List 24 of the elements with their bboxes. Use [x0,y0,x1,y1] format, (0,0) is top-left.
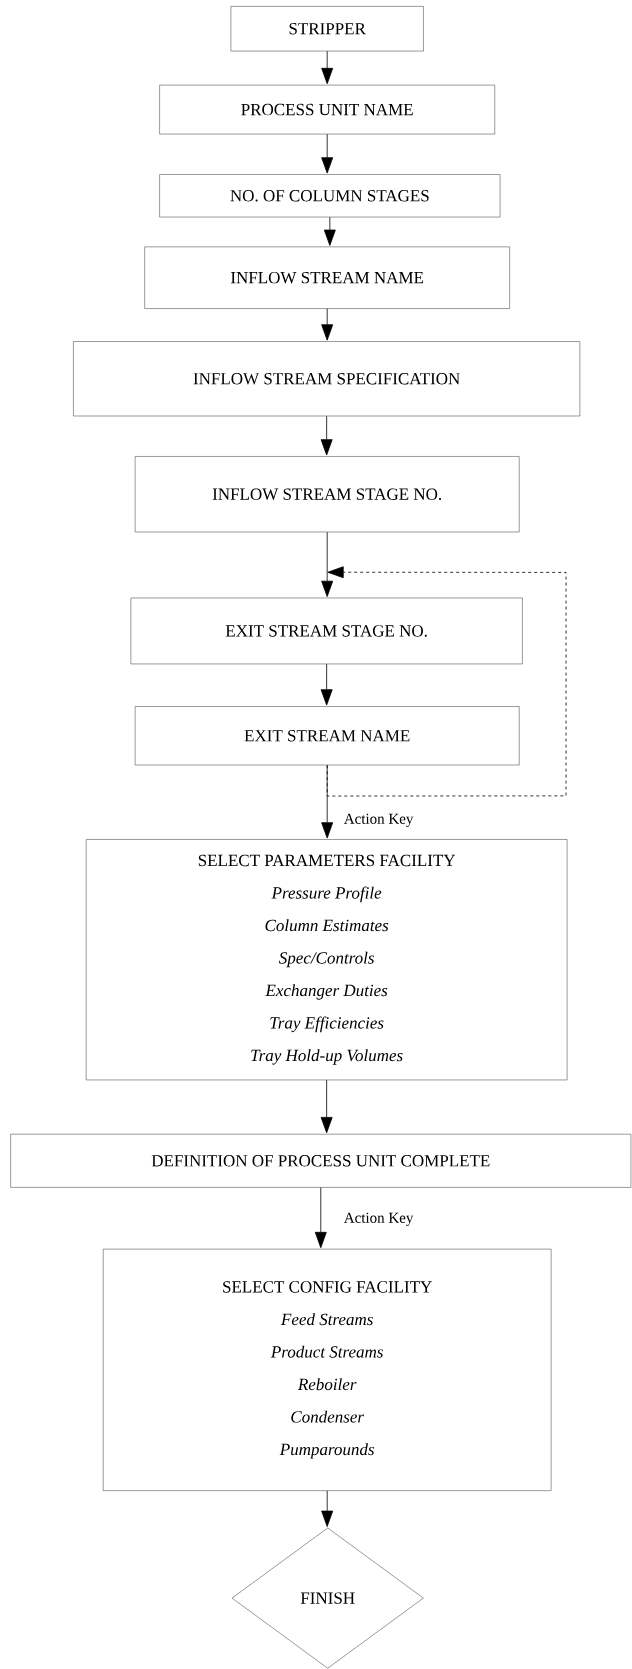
arrow [321,531,334,597]
process-box: INFLOW STREAM SPECIFICATION [73,341,581,417]
process-box: EXIT STREAM STAGE NO. [130,597,523,665]
arrow [320,1079,333,1134]
edge-label: Action Key [342,1211,415,1227]
process-box: EXIT STREAM NAME [134,706,520,766]
process-box: INFLOW STREAM NAME [144,246,510,309]
edge-label: Action Key [342,812,415,828]
process-box: NO. OF COLUMN STAGES [159,174,501,218]
arrow [320,415,333,456]
arrow [321,1490,334,1527]
process-box: SELECT CONFIG FACILITY Feed Streams Product Streams Reboiler Condenser Pumparounds [103,1248,552,1491]
arrow [320,663,333,706]
process-box: STRIPPER [230,6,424,52]
process-box: INFLOW STREAM STAGE NO. [134,456,520,533]
arrow [321,50,334,85]
process-box: DEFINITION OF PROCESS UNIT COMPLETE [10,1134,632,1188]
arrow [321,308,334,341]
process-box: PROCESS UNIT NAME [159,84,495,135]
arrow [321,133,334,174]
arrow [323,216,336,246]
process-box: SELECT PARAMETERS FACILITY Pressure Profile Column Estimates Spec/Controls Exchanger Duties Tray Efficiencies Tray Hold-up Volumes [86,839,568,1081]
dashed-arrow [326,566,567,797]
arrow [314,1187,327,1249]
